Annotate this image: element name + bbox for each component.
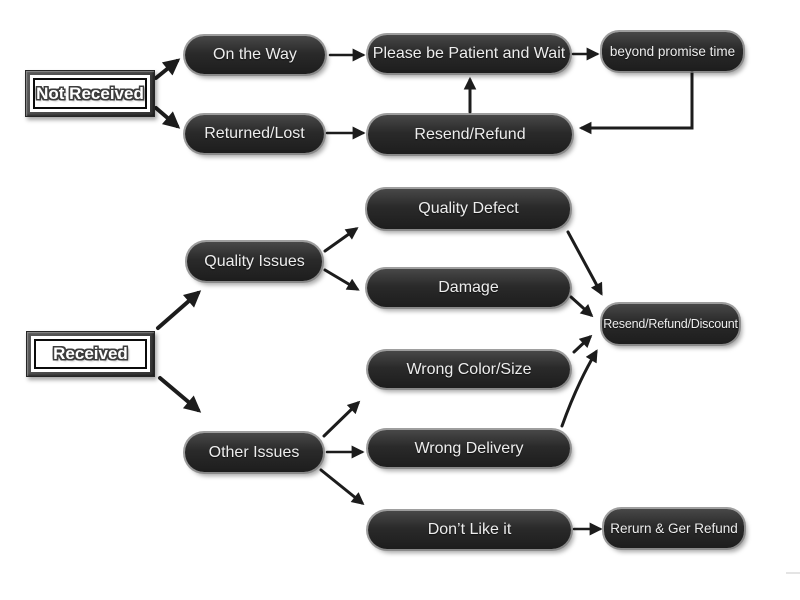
arrow-received-to-other-issues [158, 376, 202, 413]
node-other-issues: Other Issues [185, 433, 323, 472]
node-quality-issues: Quality Issues [187, 242, 322, 281]
arrow-other-issues-to-wrong-color-size [322, 400, 361, 438]
node-on-the-way: On the Way [185, 36, 325, 74]
arrow-other-issues-to-dont-like-it [319, 468, 365, 505]
not-received-label: Not Received [36, 83, 144, 103]
stray-line [786, 572, 800, 574]
label-box-inner: Not Received [33, 78, 147, 109]
node-resend-refund-discount: Resend/Refund/Discount [602, 304, 739, 344]
arrow-beyond-promise-to-resend-refund [578, 70, 694, 135]
node-quality-defect: Quality Defect [367, 189, 570, 229]
arrow-quality-issues-to-damage [323, 268, 360, 291]
arrow-received-to-quality-issues [156, 290, 202, 330]
node-return-get-refund: Rerurn & Ger Refund [604, 509, 744, 548]
arrow-quality-defect-to-resend-refund-discount [566, 230, 603, 296]
node-please-be-patient-and-wait: Please be Patient and Wait [368, 35, 570, 73]
arrow-wrong-delivery-to-resend-refund-discount [560, 349, 598, 428]
arrow-quality-issues-to-quality-defect [323, 227, 359, 253]
node-wrong-delivery: Wrong Delivery [368, 430, 570, 467]
label-box-inner: Received [34, 339, 147, 369]
arrow-damage-to-resend-refund-discount [569, 295, 594, 318]
node-wrong-color-size: Wrong Color/Size [368, 351, 570, 388]
label-box-not-received: Not Received [25, 70, 155, 117]
arrow-wrong-color-size-to-resend-refund-discount [572, 334, 593, 354]
arrow-not-received-to-on-the-way [154, 58, 181, 80]
node-damage: Damage [367, 269, 570, 307]
label-box-received: Received [26, 331, 155, 377]
node-resend-refund: Resend/Refund [368, 115, 572, 154]
received-label: Received [53, 344, 128, 363]
node-returned-lost: Returned/Lost [185, 115, 324, 153]
arrow-not-received-to-returned-lost [154, 106, 181, 129]
node-beyond-promise-time: beyond promise time [602, 32, 743, 71]
node-dont-like-it: Don’t Like it [368, 511, 571, 549]
